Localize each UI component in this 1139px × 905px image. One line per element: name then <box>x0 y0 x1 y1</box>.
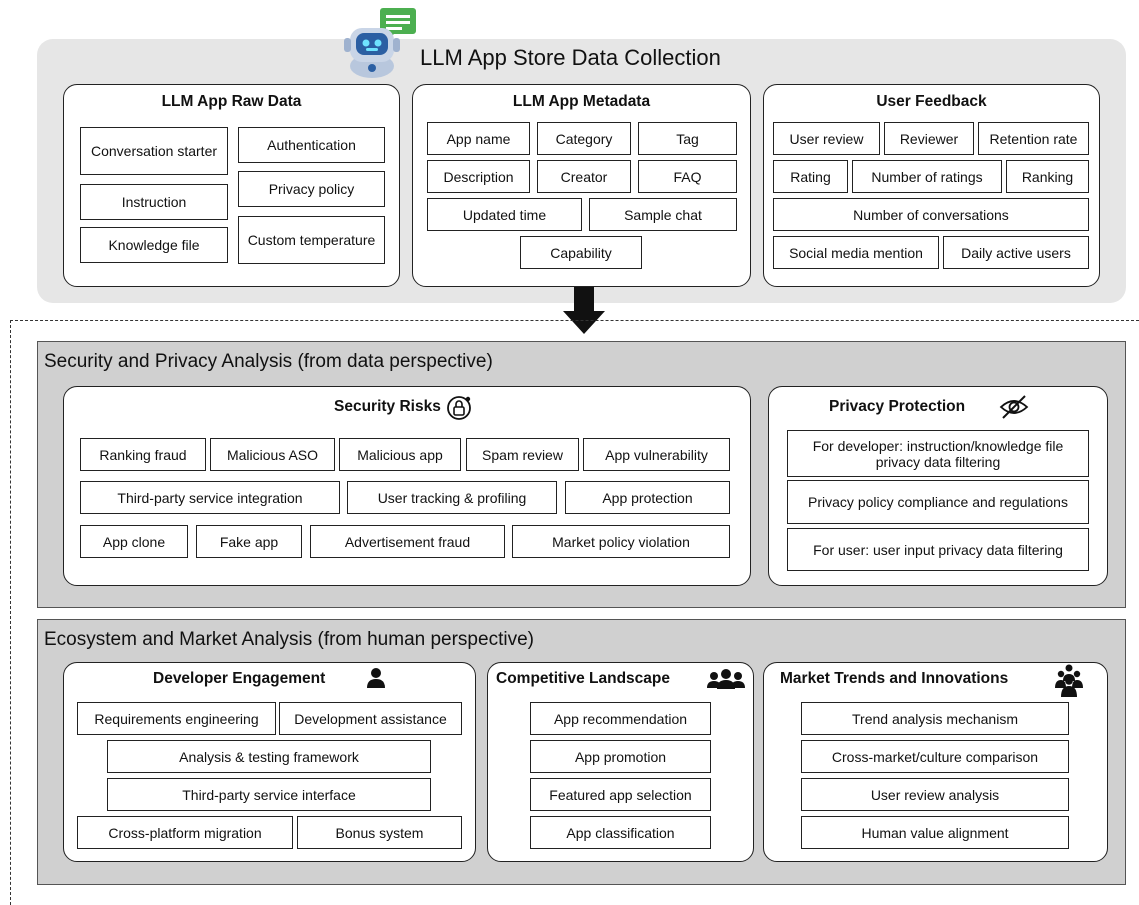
security-risk-item: Fake app <box>196 525 302 558</box>
raw-data-title: LLM App Raw Data <box>161 93 302 110</box>
developer-item: Bonus system <box>297 816 462 849</box>
metadata-item: Category <box>537 122 631 155</box>
page-title: LLM App Store Data Collection <box>420 45 721 70</box>
metadata-item: Sample chat <box>589 198 737 231</box>
security-risk-item: Malicious app <box>339 438 461 471</box>
metadata-item: Updated time <box>427 198 582 231</box>
raw-data-item: Knowledge file <box>80 227 228 263</box>
raw-data-item: Instruction <box>80 184 228 220</box>
feedback-item: Social media mention <box>773 236 939 269</box>
raw-data-item: Privacy policy <box>238 171 385 207</box>
developer-item: Analysis & testing framework <box>107 740 431 773</box>
security-risk-item: App protection <box>565 481 730 514</box>
developer-item: Requirements engineering <box>77 702 276 735</box>
market-trends-title: Market Trends and Innovations <box>780 670 1009 687</box>
feedback-item: Daily active users <box>943 236 1089 269</box>
competitive-item: App promotion <box>530 740 711 773</box>
feedback-item: Ranking <box>1006 160 1089 193</box>
dashed-divider <box>10 320 1139 321</box>
down-arrow-icon <box>563 287 605 335</box>
raw-data-item: Authentication <box>238 127 385 163</box>
feedback-item: Reviewer <box>884 122 974 155</box>
eye-off-icon <box>998 393 1030 421</box>
feedback-item: Number of conversations <box>773 198 1089 231</box>
security-risk-item: Malicious ASO <box>210 438 335 471</box>
security-risk-item: App vulnerability <box>583 438 730 471</box>
lock-icon <box>444 393 474 423</box>
privacy-item: For user: user input privacy data filter… <box>787 528 1089 571</box>
section-title: Ecosystem and Market Analysis (from huma… <box>44 629 534 650</box>
person-icon <box>366 667 386 689</box>
security-risk-item: Third-party service integration <box>80 481 340 514</box>
security-risks-title: Security Risks <box>334 398 441 415</box>
feedback-item: User review <box>773 122 880 155</box>
privacy-item: Privacy policy compliance and regulation… <box>787 480 1089 524</box>
competitive-item: Featured app selection <box>530 778 711 811</box>
security-risk-item: Ranking fraud <box>80 438 206 471</box>
feedback-item: Number of ratings <box>852 160 1002 193</box>
metadata-item: Creator <box>537 160 631 193</box>
developer-item: Third-party service interface <box>107 778 431 811</box>
feedback-item: Retention rate <box>978 122 1089 155</box>
metadata-item: App name <box>427 122 530 155</box>
feedback-title: User Feedback <box>876 93 987 110</box>
developer-item: Development assistance <box>279 702 462 735</box>
robot-icon <box>338 6 420 80</box>
metadata-item: Tag <box>638 122 737 155</box>
metadata-item: Description <box>427 160 530 193</box>
competitive-landscape-title: Competitive Landscape <box>496 670 670 687</box>
privacy-item: For developer: instruction/knowledge fil… <box>787 430 1089 477</box>
security-risk-item: Advertisement fraud <box>310 525 505 558</box>
security-risk-item: App clone <box>80 525 188 558</box>
developer-item: Cross-platform migration <box>77 816 293 849</box>
trends-item: Human value alignment <box>801 816 1069 849</box>
security-risk-item: Spam review <box>466 438 579 471</box>
developer-engagement-title: Developer Engagement <box>153 670 326 687</box>
privacy-protection-title: Privacy Protection <box>829 398 966 415</box>
metadata-item: Capability <box>520 236 642 269</box>
raw-data-item: Custom temperature <box>238 216 385 264</box>
feedback-item: Rating <box>773 160 848 193</box>
dashed-border <box>10 320 11 905</box>
security-risk-item: User tracking & profiling <box>347 481 557 514</box>
group-icon <box>706 668 746 690</box>
metadata-title: LLM App Metadata <box>512 93 651 110</box>
raw-data-item: Conversation starter <box>80 127 228 175</box>
metadata-item: FAQ <box>638 160 737 193</box>
trends-item: Trend analysis mechanism <box>801 702 1069 735</box>
trends-item: User review analysis <box>801 778 1069 811</box>
crowd-icon <box>1054 664 1084 698</box>
competitive-item: App recommendation <box>530 702 711 735</box>
section-title: Security and Privacy Analysis (from data… <box>44 351 493 372</box>
security-risk-item: Market policy violation <box>512 525 730 558</box>
trends-item: Cross-market/culture comparison <box>801 740 1069 773</box>
competitive-item: App classification <box>530 816 711 849</box>
